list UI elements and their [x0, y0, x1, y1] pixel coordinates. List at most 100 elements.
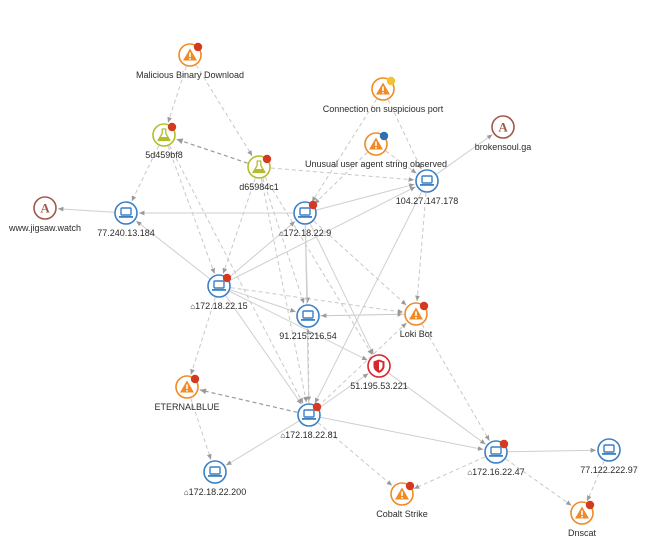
edge-hd6-to-h5d[interactable]: [176, 138, 248, 164]
edge-h5d-to-ip77a[interactable]: [131, 145, 160, 202]
node-label-text: 172.18.22.81: [285, 430, 338, 440]
edge-hd6-to-ip51[interactable]: [264, 177, 373, 356]
edge-h5d-to-h15[interactable]: [167, 146, 216, 274]
edge-h15-to-ip77a[interactable]: [135, 220, 210, 279]
edge-h47-to-dns[interactable]: [505, 458, 572, 506]
edge-layer: [57, 64, 605, 506]
edge-h81-to-cobalt[interactable]: [317, 422, 393, 486]
node-host[interactable]: 104.27.147.178: [396, 169, 459, 206]
edge-h9-to-ip104[interactable]: [316, 183, 415, 211]
laptop-icon: [301, 310, 315, 321]
edge-hd6-to-h15[interactable]: [222, 178, 256, 274]
laptop-icon: [212, 280, 226, 291]
edge-h81-to-h47[interactable]: [320, 416, 484, 451]
node-alert[interactable]: Unusual user agent string observed: [305, 131, 447, 169]
edge-ip104-to-h81[interactable]: [314, 191, 423, 404]
edge-h5d-to-h81[interactable]: [169, 145, 304, 404]
edge-h15-to-h9[interactable]: [227, 221, 296, 279]
edge-cosp-to-h9[interactable]: [311, 98, 378, 203]
edge-h15-to-ip104[interactable]: [229, 186, 416, 282]
edge-ip77a-to-jig[interactable]: [57, 206, 115, 213]
node-host[interactable]: ⌂172.18.22.81: [280, 402, 338, 440]
node-label: d65984c1: [239, 182, 279, 192]
node-host[interactable]: ⌂172.18.22.9: [279, 200, 332, 238]
node-label: 91.215.216.54: [279, 331, 337, 341]
edge-eb-to-h200[interactable]: [190, 398, 212, 460]
laptop-icon: [420, 175, 434, 186]
edge-mbd-to-hd6[interactable]: [195, 64, 253, 157]
node-ring: [33, 196, 57, 220]
home-icon: ⌂: [184, 488, 189, 497]
node-label: 77.240.13.184: [97, 228, 155, 238]
edge-h81-to-ip91[interactable]: [305, 328, 311, 404]
edge-h81-to-ip51[interactable]: [318, 373, 369, 409]
node-label: ⌂172.16.22.47: [467, 467, 524, 477]
node-indicator[interactable]: d65984c1: [239, 154, 279, 192]
node-ring: [296, 304, 320, 328]
status-badge-red: [405, 481, 415, 491]
node-alert[interactable]: Loki Bot: [400, 301, 433, 339]
node-label-text: 172.18.22.9: [284, 228, 332, 238]
laptop-icon: [119, 207, 133, 218]
edge-hd6-to-ip91[interactable]: [262, 178, 305, 304]
status-badge-blue: [379, 131, 389, 141]
node-alert[interactable]: Connection on suspicious port: [323, 76, 444, 114]
node-ring: [491, 115, 515, 139]
edge-ip51-to-h47[interactable]: [388, 372, 486, 445]
edge-h81-to-loki[interactable]: [317, 322, 407, 408]
edge-cosp-to-ip104[interactable]: [387, 99, 422, 170]
node-host[interactable]: 91.215.216.54: [279, 304, 337, 341]
status-badge-red: [419, 301, 429, 311]
node-label: Cobalt Strike: [376, 509, 428, 519]
node-indicator[interactable]: 5d459bf8: [145, 122, 183, 160]
edge-h15-to-h81[interactable]: [225, 295, 302, 405]
node-label: 5d459bf8: [145, 150, 183, 160]
shield-icon: [373, 359, 385, 373]
edge-ip104-to-loki[interactable]: [415, 192, 427, 302]
node-alert[interactable]: Dnscat: [568, 500, 597, 538]
edge-ip104-to-bsg[interactable]: [436, 134, 493, 175]
edge-ip77b-to-dns[interactable]: [586, 460, 605, 502]
edge-uuas-to-h9[interactable]: [313, 152, 368, 205]
node-host[interactable]: ⌂172.16.22.47: [467, 439, 525, 477]
edge-hd6-to-h81[interactable]: [260, 178, 308, 403]
node-label: 104.27.147.178: [396, 196, 459, 206]
edge-h47-to-cobalt[interactable]: [413, 456, 486, 490]
edge-h81-to-eb[interactable]: [199, 388, 298, 413]
edge-h15-to-loki[interactable]: [230, 287, 404, 314]
edge-h81-to-h200[interactable]: [225, 420, 299, 466]
edge-h15-to-ip91[interactable]: [230, 289, 296, 313]
node-alert[interactable]: Cobalt Strike: [376, 481, 428, 519]
node-alert[interactable]: ETERNALBLUE: [154, 374, 220, 412]
node-host[interactable]: ⌂172.18.22.200: [184, 460, 246, 497]
edge-hd6-to-ip104[interactable]: [270, 167, 415, 182]
status-badge-red: [262, 154, 272, 164]
node-threat[interactable]: 51.195.53.221: [350, 354, 408, 391]
status-badge-red: [312, 402, 322, 412]
node-host[interactable]: 77.240.13.184: [97, 201, 155, 238]
node-alert[interactable]: Malicious Binary Download: [136, 42, 244, 80]
edge-loki-to-h47[interactable]: [421, 324, 490, 442]
domain-a-icon: A: [498, 120, 508, 135]
node-label: ⌂172.18.22.200: [184, 487, 246, 497]
node-label: 51.195.53.221: [350, 381, 408, 391]
node-host[interactable]: 77.122.222.97: [580, 438, 638, 475]
node-label: brokensoul.ga: [475, 142, 532, 152]
edge-uuas-to-ip104[interactable]: [385, 150, 417, 174]
warning-triangle-icon: [395, 487, 409, 500]
home-icon: ⌂: [280, 431, 285, 440]
edge-mbd-to-h5d[interactable]: [167, 66, 187, 123]
laptop-icon: [208, 466, 222, 477]
edge-h9-to-ip51[interactable]: [309, 223, 374, 355]
warning-triangle-icon: [183, 48, 197, 61]
node-host[interactable]: ⌂172.18.22.15: [190, 273, 248, 311]
status-badge-red: [167, 122, 177, 132]
node-label: Loki Bot: [400, 329, 433, 339]
status-badge-red: [193, 42, 203, 52]
edge-h47-to-ip77b[interactable]: [507, 447, 597, 453]
status-badge-red: [190, 374, 200, 384]
edge-h15-to-ip51[interactable]: [229, 290, 368, 361]
